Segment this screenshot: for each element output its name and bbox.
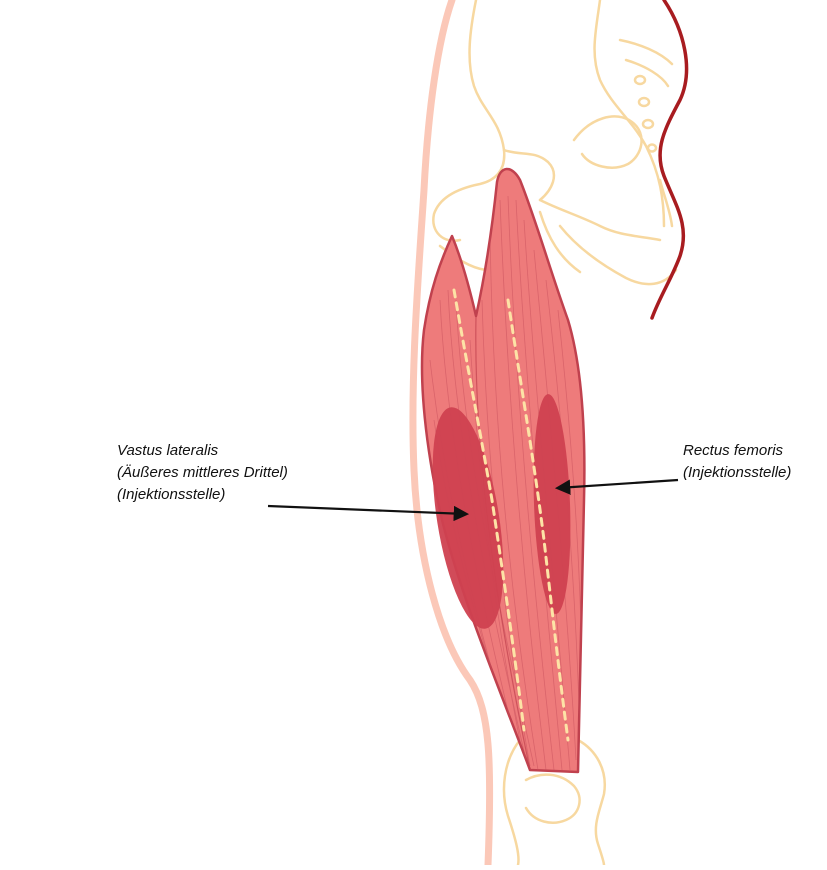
quadriceps-muscle-group	[420, 169, 585, 772]
spine-curve	[652, 0, 687, 318]
rectus-femoris-name: Rectus femoris	[683, 440, 791, 462]
vastus-lateralis-name: Vastus lateralis	[117, 440, 288, 462]
rectus-femoris-note: (Injektionsstelle)	[683, 462, 791, 484]
vastus-lateralis-note: (Injektionsstelle)	[117, 484, 288, 506]
vastus-lateralis-label: Vastus lateralis (Äußeres mittleres Drit…	[117, 440, 288, 506]
rectus-femoris-label: Rectus femoris (Injektionsstelle)	[683, 440, 791, 484]
vastus-lateralis-region: (Äußeres mittleres Drittel)	[117, 462, 288, 484]
